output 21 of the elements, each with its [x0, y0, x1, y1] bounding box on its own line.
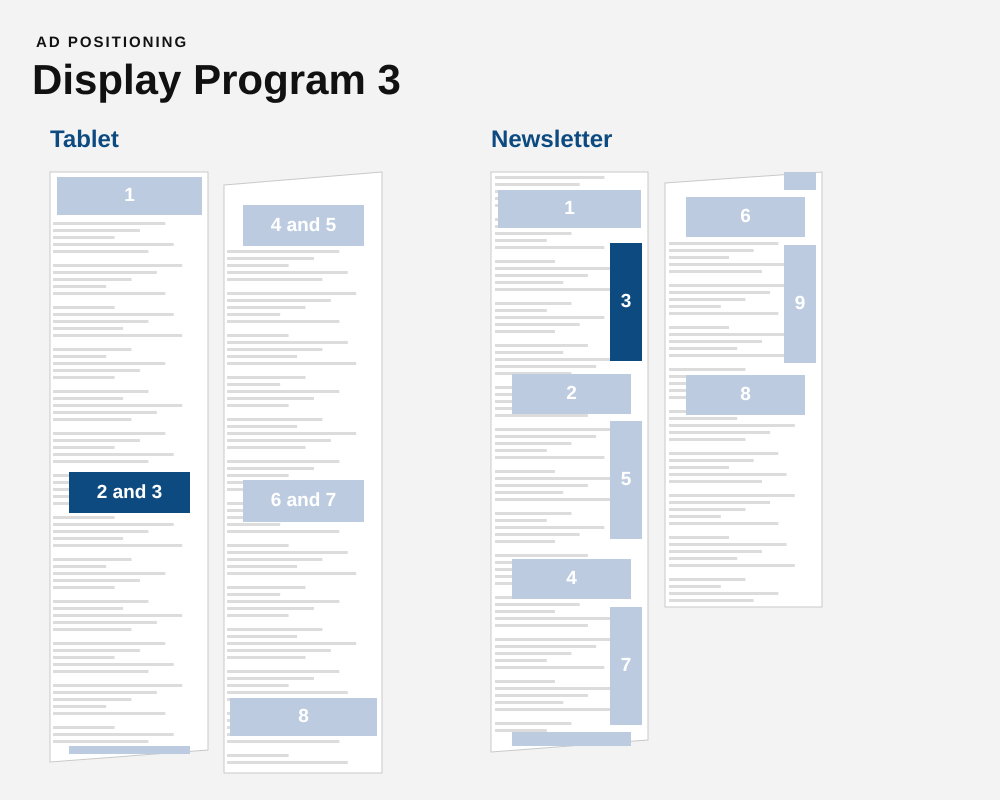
ad-slot: 3 — [610, 243, 642, 361]
ad-slot: 6 — [686, 197, 805, 237]
ad-slot: 7 — [610, 607, 642, 725]
ad-slot: 4 — [512, 559, 631, 599]
ad-slot: 2 and 3 — [69, 472, 190, 513]
ad-slot — [784, 172, 816, 190]
ad-slot: 2 — [512, 374, 631, 414]
ad-slot: 1 — [57, 177, 202, 215]
ad-slot: 8 — [230, 698, 377, 736]
ad-slot: 5 — [610, 421, 642, 539]
section-heading: Tablet — [50, 126, 119, 154]
ad-slot: 9 — [784, 245, 816, 363]
ad-slot — [512, 732, 631, 746]
ad-slot: 1 — [498, 190, 641, 228]
ad-slot: 4 and 5 — [243, 205, 364, 246]
kicker-text: AD POSITIONING — [36, 34, 188, 51]
section-heading: Newsletter — [491, 126, 612, 154]
ad-slot: 6 and 7 — [243, 480, 364, 522]
title: Display Program 3 — [32, 56, 401, 104]
ad-slot: 8 — [686, 375, 805, 415]
ad-slot — [69, 746, 190, 754]
